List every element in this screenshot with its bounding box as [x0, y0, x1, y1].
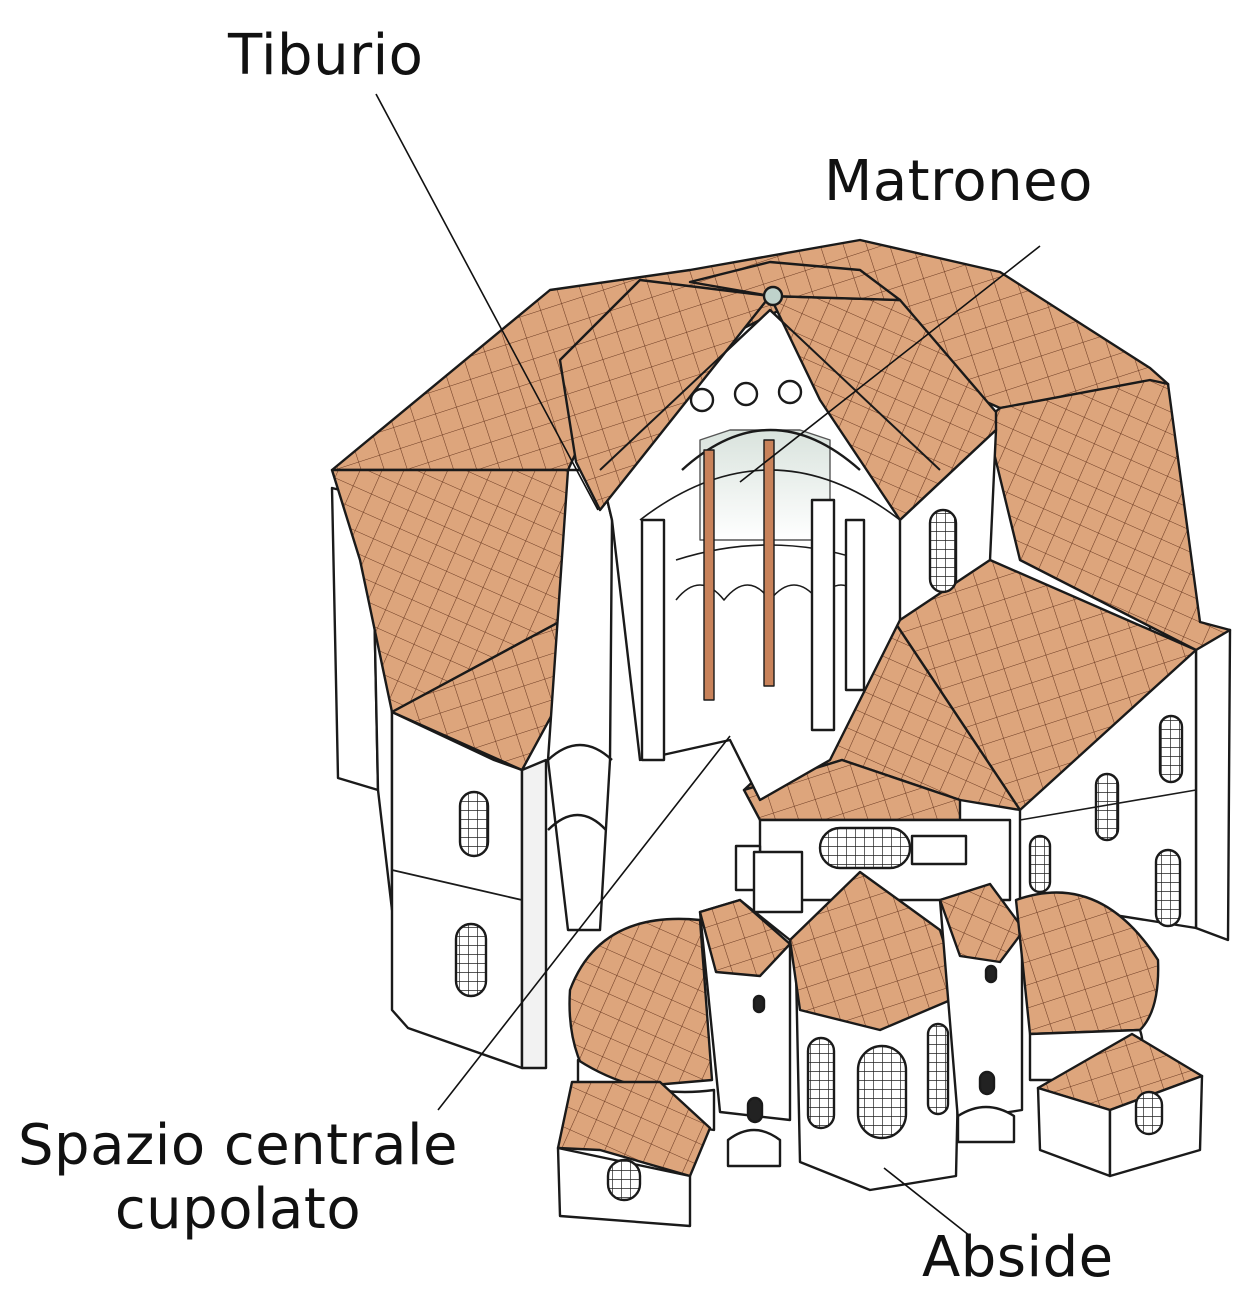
label-abside: Abside: [922, 1225, 1114, 1290]
tiburio-roof: [558, 260, 998, 622]
apse-cluster: [556, 870, 1204, 1228]
leader-lines: [375, 93, 1041, 1237]
label-tiburio: Tiburio: [228, 23, 424, 88]
leader-line-spazio: [437, 735, 731, 1111]
left-tower-windows: [391, 790, 523, 998]
leader-line-tiburio: [375, 93, 599, 511]
label-matroneo: Matroneo: [824, 149, 1093, 214]
label-spazio-centrale: Spazio centrale cupolato: [18, 1113, 458, 1243]
right-wall-windows: [1019, 714, 1197, 928]
label-spazio-line2: cupolato: [114, 1177, 362, 1243]
leader-line-abside: [883, 1167, 971, 1237]
presbytery: [734, 818, 1012, 914]
label-spazio-line1: Spazio centrale: [18, 1113, 458, 1178]
leader-line-matroneo: [739, 245, 1041, 483]
